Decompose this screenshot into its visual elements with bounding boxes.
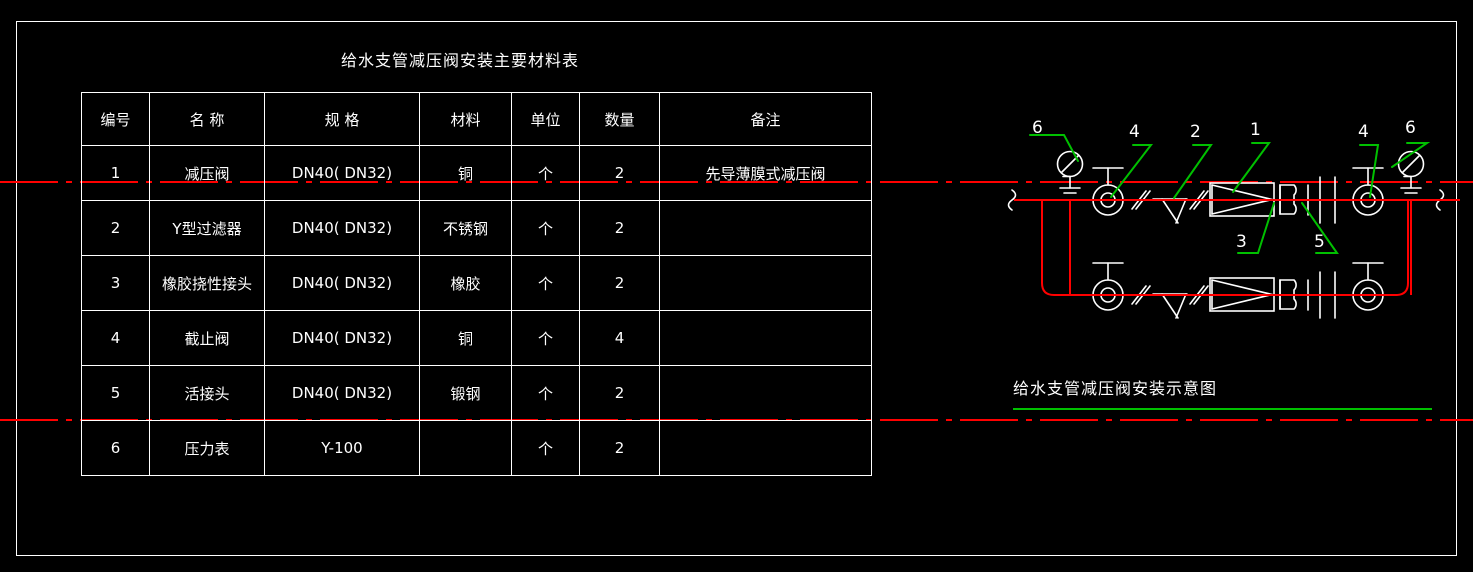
cell-spec: Y-100 [264,420,420,476]
callout-1: 1 [1250,120,1261,140]
cell-name: 截止阀 [149,310,265,366]
stop-valve-left-icon [1092,167,1124,216]
cell-spec: DN40( DN32) [264,145,420,201]
pipe-branch-lower [1041,200,1409,296]
cell-remark: 先导薄膜式减压阀 [659,145,872,201]
cell-remark [659,310,872,366]
cell-no: 6 [81,420,150,476]
material-table-title: 给水支管减压阀安装主要材料表 [341,51,580,70]
leader-3 [1237,202,1275,254]
leader-5 [1301,202,1339,254]
column-header-no: 编号 [81,92,150,146]
column-header-spec: 规 格 [264,92,420,146]
cell-qty: 4 [579,310,660,366]
cell-no: 1 [81,145,150,201]
cell-name: 减压阀 [149,145,265,201]
cell-no: 2 [81,200,150,256]
callout-4-right: 4 [1358,122,1369,142]
cell-no: 5 [81,365,150,421]
cell-name: 压力表 [149,420,265,476]
cell-material: 铜 [419,145,512,201]
callout-5: 5 [1314,232,1325,252]
callout-6-right: 6 [1405,118,1416,138]
diagram-title: 给水支管减压阀安装示意图 [1013,379,1218,398]
stop-valve-right-lower-icon [1352,262,1384,311]
column-header-name: 名 称 [149,92,265,146]
table-row: 6 压力表 Y-100 个 2 [81,420,872,476]
cell-unit: 个 [511,255,580,311]
table-row: 3 橡胶挠性接头 DN40( DN32) 橡胶 个 2 [81,255,872,311]
cell-unit: 个 [511,420,580,476]
leader-6-left [1029,134,1079,162]
cell-spec: DN40( DN32) [264,200,420,256]
drawing-frame [16,21,1457,556]
callout-4-left: 4 [1129,122,1140,142]
table-row: 4 截止阀 DN40( DN32) 铜 个 4 [81,310,872,366]
table-header-row: 编号 名 称 规 格 材料 单位 数量 备注 [81,92,872,146]
column-header-material: 材料 [419,92,512,146]
cell-spec: DN40( DN32) [264,310,420,366]
leader-4-right [1359,144,1380,198]
cell-material: 铜 [419,310,512,366]
table-row: 5 活接头 DN40( DN32) 锻钢 个 2 [81,365,872,421]
y-strainer-icon [1152,198,1188,224]
cell-qty: 2 [579,145,660,201]
table-row: 2 Y型过滤器 DN40( DN32) 不锈钢 个 2 [81,200,872,256]
cell-material: 不锈钢 [419,200,512,256]
leader-1 [1232,142,1271,193]
cell-qty: 2 [579,365,660,421]
cell-qty: 2 [579,255,660,311]
piping-schematic-diagram [990,105,1460,325]
stop-valve-left-lower-icon [1092,262,1124,311]
cell-remark [659,420,872,476]
cell-name: 活接头 [149,365,265,421]
table-row: 1 减压阀 DN40( DN32) 铜 个 2 先导薄膜式减压阀 [81,145,872,201]
cell-no: 4 [81,310,150,366]
cell-material: 橡胶 [419,255,512,311]
cell-material [419,420,512,476]
cell-remark [659,255,872,311]
cell-spec: DN40( DN32) [264,255,420,311]
material-table: 编号 名 称 规 格 材料 单位 数量 备注 1 减压阀 DN40( DN32)… [81,92,872,476]
cell-no: 3 [81,255,150,311]
leader-6-right [1391,142,1431,168]
column-header-qty: 数量 [579,92,660,146]
pipe-break-left-icon [1007,189,1017,211]
cell-qty: 2 [579,420,660,476]
cell-remark [659,365,872,421]
leader-4-left [1110,144,1154,198]
callout-3: 3 [1236,232,1247,252]
cell-name: Y型过滤器 [149,200,265,256]
stop-valve-right-icon [1352,167,1384,216]
diagram-title-underline [1013,408,1432,410]
cell-material: 锻钢 [419,365,512,421]
leader-2 [1173,144,1213,199]
cell-unit: 个 [511,365,580,421]
cell-qty: 2 [579,200,660,256]
cell-spec: DN40( DN32) [264,365,420,421]
pressure-gauge-left-icon [1056,150,1084,194]
column-header-remark: 备注 [659,92,872,146]
pressure-gauge-right-icon [1397,150,1425,194]
column-header-unit: 单位 [511,92,580,146]
callout-6-left: 6 [1032,118,1043,138]
cell-unit: 个 [511,145,580,201]
cell-unit: 个 [511,200,580,256]
cell-unit: 个 [511,310,580,366]
y-strainer-lower-icon [1152,293,1188,319]
cell-name: 橡胶挠性接头 [149,255,265,311]
cell-remark [659,200,872,256]
callout-2: 2 [1190,122,1201,142]
